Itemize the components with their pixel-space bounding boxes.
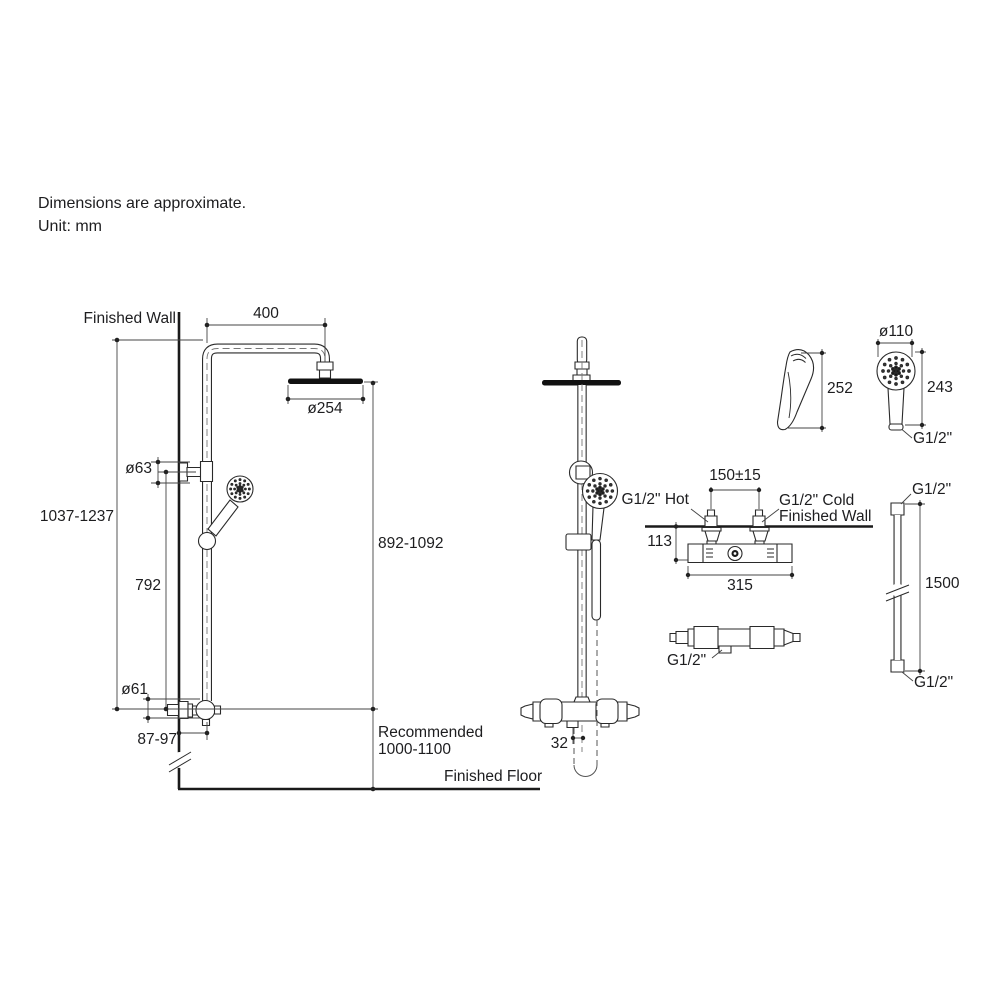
rain-head-front [542,380,621,386]
dim-bar-length: 792 [135,577,161,594]
hose-drawing [886,494,925,681]
handshower-connection-label: G1/2" [913,430,953,447]
valve-detail-dimensions [676,487,792,579]
side-view-dimension-dots [114,322,376,792]
bar-holder [566,534,591,550]
hose-bottom-connection-label: G1/2" [914,674,954,691]
front-view-drawing [521,337,639,777]
side-view-dimensions [112,318,378,789]
hose-break-symbol [886,583,909,602]
dim-body-width: 315 [727,577,753,594]
riser-and-arm-pipe [207,349,325,702]
handshower-front-on-column [566,461,618,620]
dim-valve-knob-diameter: ø61 [121,681,148,698]
finished-floor-label: Finished Floor [444,768,543,785]
handshower-side-drawing [778,349,827,432]
recommended-range: 1000-1100 [378,741,451,758]
handle-rod [592,540,601,620]
cold-inlet-label: G1/2" Cold [779,492,855,509]
valve-detail-drawing [645,487,873,579]
note-line2: Unit: mm [38,218,102,235]
dim-head-height-range: 892-1092 [378,535,444,552]
slider-knob [199,533,216,550]
rain-head-side [288,362,363,384]
dim-handshower-side-height: 252 [827,380,853,397]
dim-hose-length: 1500 [925,575,960,592]
note-line1: Dimensions are approximate. [38,195,247,212]
bottom-outlet [567,721,578,728]
handshower-front-drawing [875,339,926,438]
dim-wall-offset-range: 87-97 [137,731,177,748]
dim-handshower-front-height: 243 [927,379,953,396]
handshower-on-bar [199,476,254,550]
hose-loop [574,620,597,777]
wall-break-symbol [169,752,191,772]
wall-bracket [180,462,213,482]
side-view-drawing [112,312,540,792]
dim-arm-reach: 400 [253,305,279,322]
dim-overall-height-range: 1037-1237 [39,508,114,525]
dim-bracket-diameter: ø63 [125,460,152,477]
dim-handshower-head-diameter: ø110 [878,323,914,340]
hose-top-connection-label: G1/2" [912,481,952,498]
valve-side [168,701,221,726]
bottom-view-outlet-label: G1/2" [667,652,707,669]
bottom-view-outlet [719,646,731,653]
dim-inlet-spacing: 150±15 [709,467,761,484]
finished-wall-label: Finished Wall [83,310,176,327]
hot-inlet-label: G1/2" Hot [621,491,689,508]
valve-front [521,697,639,728]
detail-finished-wall-label: Finished Wall [779,508,872,525]
valve-bottom-view-drawing [670,627,800,659]
hose-dimensions [901,494,925,681]
dim-rain-head-diameter: ø254 [307,400,343,417]
recommended-label: Recommended [378,724,484,741]
dim-wall-depth: 113 [647,533,672,550]
dim-outlet-offset: 32 [550,735,568,752]
